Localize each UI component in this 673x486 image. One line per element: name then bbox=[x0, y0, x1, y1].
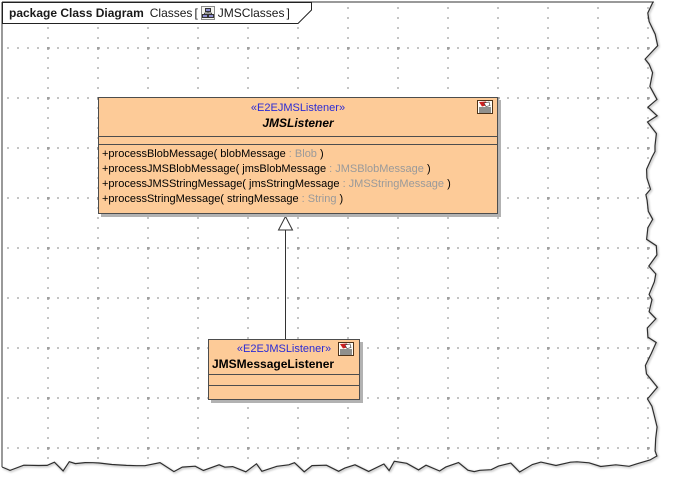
generalization-triangle-arrowhead bbox=[277, 215, 294, 231]
e2e-model-icon bbox=[338, 342, 354, 361]
stereotype-label: «E2EJMSListener» bbox=[236, 343, 332, 355]
class-header-compartment: «E2EJMSListener» JMSMessageListener bbox=[209, 340, 359, 374]
operation-processjmsstringmessage[interactable]: +processJMSStringMessage( jmsStringMessa… bbox=[102, 178, 451, 190]
stereotype-label: «E2EJMSListener» bbox=[250, 102, 346, 114]
operation-processstringmessage[interactable]: +processStringMessage( stringMessage : S… bbox=[102, 193, 344, 205]
class-header-compartment: «E2EJMSListener» JMSListener bbox=[99, 98, 497, 136]
frame-header-shape bbox=[2, 2, 312, 24]
diagram-frame-header[interactable]: package Class Diagram Classes[ JMSClasses… bbox=[2, 2, 314, 24]
operations-compartment: +processBlobMessage( blobMessage : Blob … bbox=[99, 144, 497, 211]
class-name: JMSMessageListener bbox=[212, 357, 335, 371]
torn-edge-border bbox=[1, 1, 659, 473]
operation-processblobmessage[interactable]: +processBlobMessage( blobMessage : Blob … bbox=[102, 148, 324, 160]
class-jmsmessagelistener[interactable]: «E2EJMSListener» JMSMessageListener bbox=[208, 339, 360, 400]
attributes-compartment bbox=[209, 374, 359, 385]
class-name: JMSListener bbox=[262, 116, 334, 130]
frame-kind-label: package Class Diagram bbox=[9, 6, 144, 20]
class-diagram-icon bbox=[200, 5, 215, 21]
operation-processjmsblobmessage[interactable]: +processJMSBlobMessage( jmsBlobMessage :… bbox=[102, 163, 431, 175]
operations-compartment bbox=[209, 385, 359, 396]
frame-close-bracket: ] bbox=[286, 6, 290, 20]
frame-diagram-name: JMSClasses bbox=[217, 6, 285, 20]
e2e-model-icon bbox=[477, 100, 493, 119]
frame-open-bracket: [ bbox=[194, 6, 198, 20]
attributes-compartment bbox=[99, 136, 497, 144]
frame-context-label: Classes bbox=[149, 6, 193, 20]
class-jmslistener[interactable]: «E2EJMSListener» JMSListener +processBlo… bbox=[98, 97, 498, 214]
generalization-jmsmessagelistener-to-jmslistener[interactable] bbox=[277, 215, 294, 340]
